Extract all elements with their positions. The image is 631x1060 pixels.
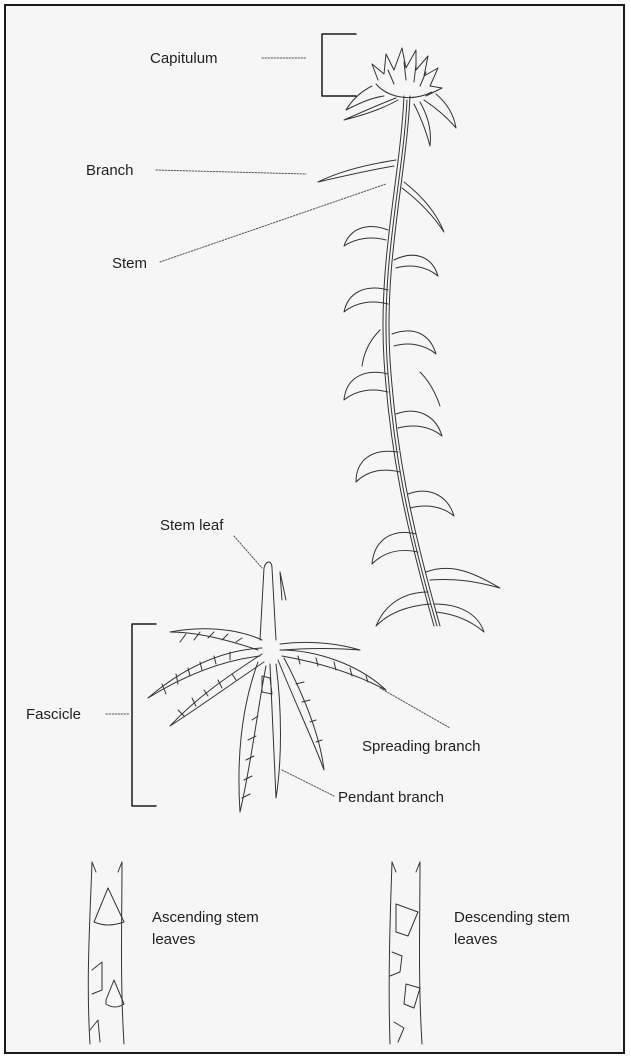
stem-label: Stem (112, 255, 147, 272)
ascending-stem-leaves-label-line1: Ascending stem (152, 909, 259, 926)
spreading-branch-leader (380, 688, 450, 728)
descending-stem-leaves-label-line2: leaves (454, 931, 497, 948)
pendant-branch-leader (282, 770, 334, 796)
stem-leaf-leader (234, 536, 262, 568)
main-stem (383, 96, 440, 626)
brackets (132, 34, 356, 806)
fascicle-label: Fascicle (26, 706, 81, 723)
capitulum-bracket (322, 34, 356, 96)
stem-leaf-label: Stem leaf (160, 517, 224, 534)
fascicle-drawing (148, 562, 386, 812)
capitulum-drawing (344, 48, 456, 146)
branch-leader (156, 170, 306, 174)
stem-leader (160, 184, 386, 262)
pendant-branch-label: Pendant branch (338, 789, 444, 806)
branch-label: Branch (86, 162, 134, 179)
ascending-stem-leaves-label-line2: leaves (152, 931, 195, 948)
capitulum-label: Capitulum (150, 50, 218, 67)
descending-stem-leaves-label-line1: Descending stem (454, 909, 570, 926)
ascending-stem-leaves-drawing (88, 862, 124, 1044)
fascicle-bracket (132, 624, 156, 806)
descending-stem-leaves-drawing (389, 862, 422, 1044)
spreading-branch-label: Spreading branch (362, 738, 480, 755)
stem-branches (318, 160, 500, 632)
